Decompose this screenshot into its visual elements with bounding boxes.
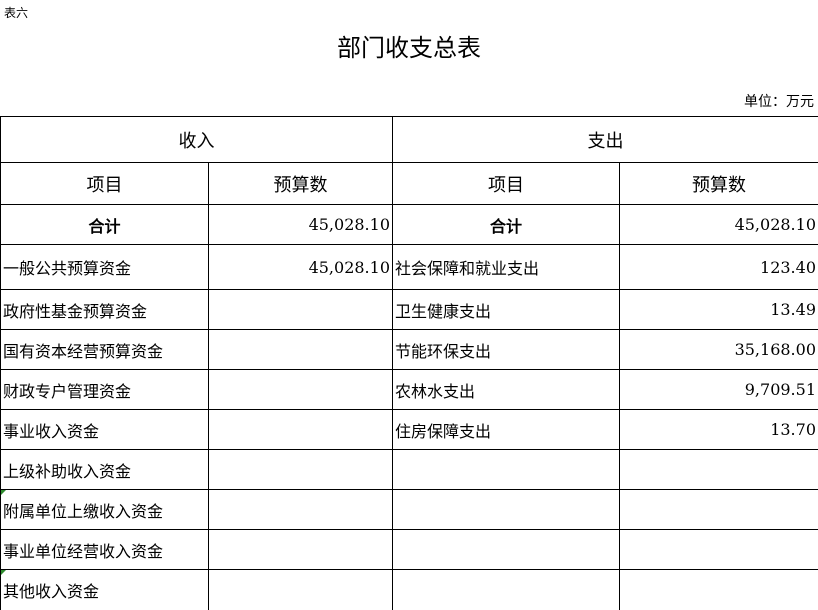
income-item-cell: 附属单位上缴收入资金: [1, 490, 209, 530]
income-amount-cell: [209, 450, 393, 490]
sheet-label: 表六: [4, 4, 28, 21]
income-budget-header: 预算数: [209, 163, 393, 205]
income-item-cell: 其他收入资金: [1, 570, 209, 610]
table-row: 财政专户管理资金 农林水支出 9,709.51: [1, 370, 818, 410]
expense-item-cell: [393, 490, 620, 530]
expense-item-cell: [393, 530, 620, 570]
income-item-cell: 事业收入资金: [1, 410, 209, 450]
table-row: 一般公共预算资金 45,028.10 社会保障和就业支出 123.40: [1, 245, 818, 290]
income-item-cell: 国有资本经营预算资金: [1, 330, 209, 370]
expense-item-cell: 社会保障和就业支出: [393, 245, 620, 290]
expense-amount-cell: 123.40: [620, 245, 818, 290]
income-item-cell: 政府性基金预算资金: [1, 290, 209, 330]
expense-amount-cell: 35,168.00: [620, 330, 818, 370]
income-amount-cell: [209, 570, 393, 610]
table-row: 政府性基金预算资金 卫生健康支出 13.49: [1, 290, 818, 330]
income-amount-cell: [209, 530, 393, 570]
income-section-header: 收入: [1, 117, 393, 163]
table-row: 附属单位上缴收入资金: [1, 490, 818, 530]
column-header-row: 项目 预算数 项目 预算数: [1, 163, 818, 205]
expense-item-cell: 卫生健康支出: [393, 290, 620, 330]
expense-item-cell: 农林水支出: [393, 370, 620, 410]
income-item-cell: 上级补助收入资金: [1, 450, 209, 490]
income-amount-cell: [209, 370, 393, 410]
expense-amount-cell: [620, 570, 818, 610]
expense-amount-cell: [620, 490, 818, 530]
expense-section-header: 支出: [393, 117, 818, 163]
table-row: 事业单位经营收入资金: [1, 530, 818, 570]
income-total-amount: 45,028.10: [209, 205, 393, 245]
expense-total-label: 合计: [393, 205, 620, 245]
expense-total-amount: 45,028.10: [620, 205, 818, 245]
unit-label: 单位：万元: [744, 91, 814, 111]
page-title: 部门收支总表: [0, 28, 818, 63]
income-item-cell: 事业单位经营收入资金: [1, 530, 209, 570]
income-total-label: 合计: [1, 205, 209, 245]
table-row: 国有资本经营预算资金 节能环保支出 35,168.00: [1, 330, 818, 370]
table-row: 上级补助收入资金: [1, 450, 818, 490]
expense-amount-cell: [620, 450, 818, 490]
expense-amount-cell: 13.49: [620, 290, 818, 330]
table-row: 其他收入资金: [1, 570, 818, 610]
expense-item-cell: [393, 450, 620, 490]
expense-amount-cell: [620, 530, 818, 570]
expense-item-header: 项目: [393, 163, 620, 205]
income-item-cell: 财政专户管理资金: [1, 370, 209, 410]
income-amount-cell: 45,028.10: [209, 245, 393, 290]
income-item-cell: 一般公共预算资金: [1, 245, 209, 290]
expense-item-cell: 节能环保支出: [393, 330, 620, 370]
total-row: 合计 45,028.10 合计 45,028.10: [1, 205, 818, 245]
table-row: 事业收入资金 住房保障支出 13.70: [1, 410, 818, 450]
income-item-header: 项目: [1, 163, 209, 205]
income-amount-cell: [209, 410, 393, 450]
budget-summary-table: 收入 支出 项目 预算数 项目 预算数 合计 45,028.10 合计 45,0…: [0, 116, 818, 610]
expense-amount-cell: 13.70: [620, 410, 818, 450]
expense-budget-header: 预算数: [620, 163, 818, 205]
income-amount-cell: [209, 290, 393, 330]
income-amount-cell: [209, 490, 393, 530]
income-amount-cell: [209, 330, 393, 370]
expense-item-cell: [393, 570, 620, 610]
section-header-row: 收入 支出: [1, 117, 818, 163]
expense-item-cell: 住房保障支出: [393, 410, 620, 450]
expense-amount-cell: 9,709.51: [620, 370, 818, 410]
